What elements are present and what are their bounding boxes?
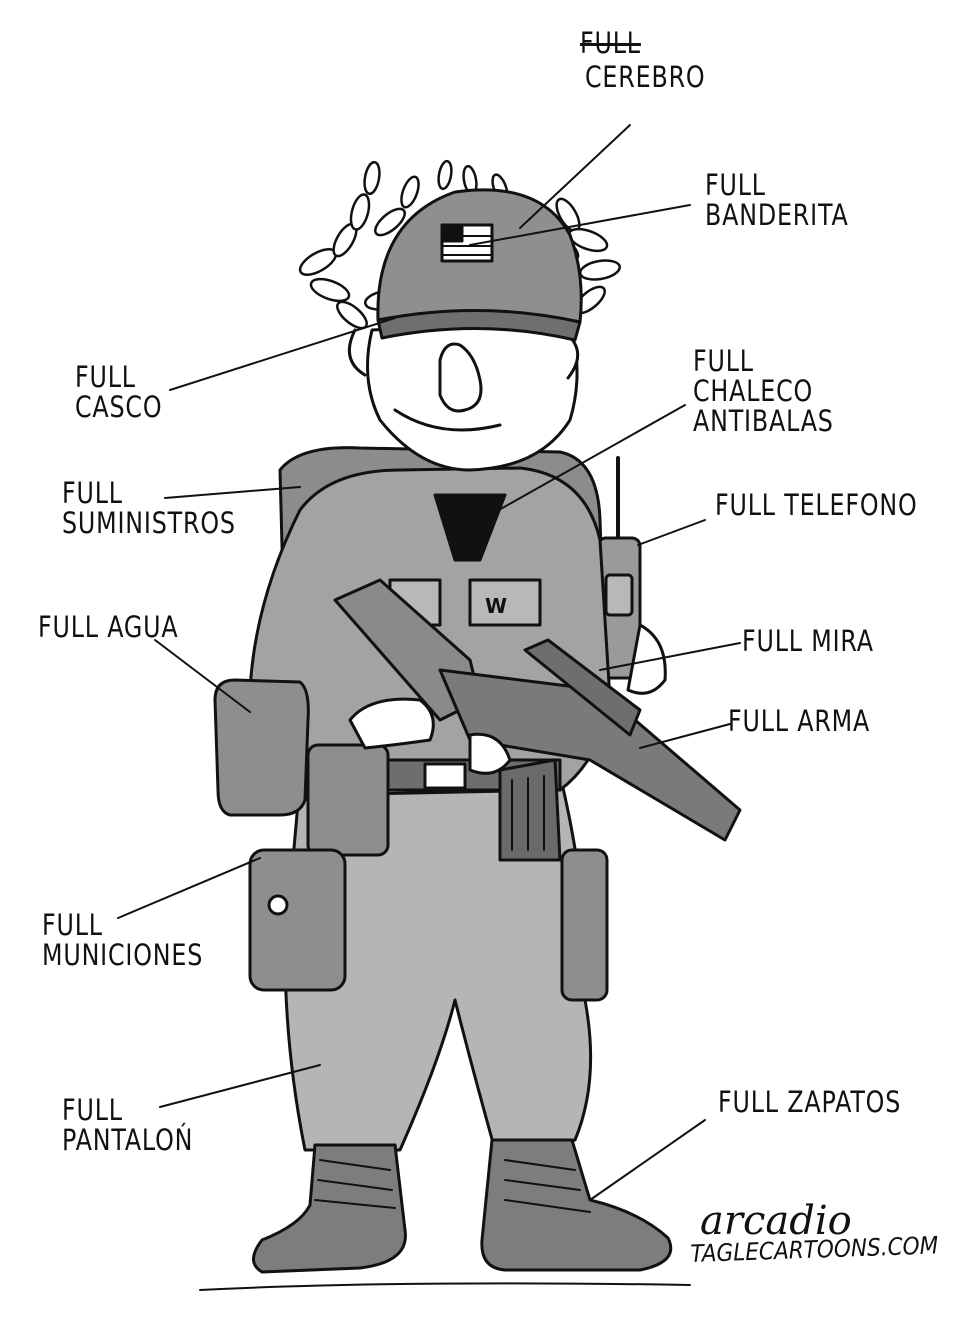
label-pantalon-line2: PANTALOŃ bbox=[62, 1123, 194, 1157]
ammo-pouch bbox=[306, 743, 390, 857]
label-chaleco-line2: CHALECO bbox=[693, 374, 814, 408]
svg-text:W: W bbox=[485, 594, 507, 618]
label-municiones-line2: MUNICIONES bbox=[42, 938, 204, 972]
label-municiones: FULL MUNICIONES bbox=[42, 910, 203, 970]
label-suministros-line2: SUMINISTROS bbox=[62, 506, 236, 540]
label-municiones-line1: FULL bbox=[42, 908, 103, 942]
label-chaleco-line3: ANTIBALAS bbox=[693, 404, 834, 438]
artist-signature: arcadio bbox=[700, 1198, 852, 1244]
label-banderita-line1: FULL bbox=[705, 168, 766, 202]
label-suministros-line1: FULL bbox=[62, 476, 123, 510]
label-casco-line1: FULL bbox=[75, 360, 136, 394]
crossed-out-label: FULL bbox=[580, 26, 641, 60]
left-boot bbox=[252, 1143, 407, 1274]
label-banderita: FULL BANDERITA bbox=[705, 170, 849, 230]
rifle bbox=[333, 578, 742, 862]
label-chaleco-line1: FULL bbox=[693, 344, 754, 378]
label-pantalon-line1: FULL bbox=[62, 1093, 123, 1127]
flag-patch bbox=[440, 223, 494, 263]
water-canteen bbox=[213, 678, 310, 817]
leader-lines bbox=[117, 124, 741, 1201]
label-cerebro: CEREBRO bbox=[585, 60, 706, 94]
label-casco-line2: CASCO bbox=[75, 390, 163, 424]
radio bbox=[596, 456, 642, 680]
leg-pouch bbox=[248, 848, 347, 992]
label-mira: FULL MIRA bbox=[742, 624, 874, 658]
label-chaleco: FULL CHALECO ANTIBALAS bbox=[693, 346, 834, 436]
label-suministros: FULL SUMINISTROS bbox=[62, 478, 236, 538]
right-boot bbox=[480, 1138, 673, 1272]
label-arma: FULL ARMA bbox=[728, 704, 871, 738]
label-zapatos: FULL ZAPATOS bbox=[718, 1085, 902, 1119]
label-banderita-line2: BANDERITA bbox=[705, 198, 849, 232]
label-agua: FULL AGUA bbox=[38, 610, 179, 644]
label-casco: FULL CASCO bbox=[75, 362, 162, 422]
undershirt bbox=[433, 493, 507, 562]
label-telefono: FULL TELEFONO bbox=[715, 488, 918, 522]
label-pantalon: FULL PANTALOŃ bbox=[62, 1095, 193, 1155]
